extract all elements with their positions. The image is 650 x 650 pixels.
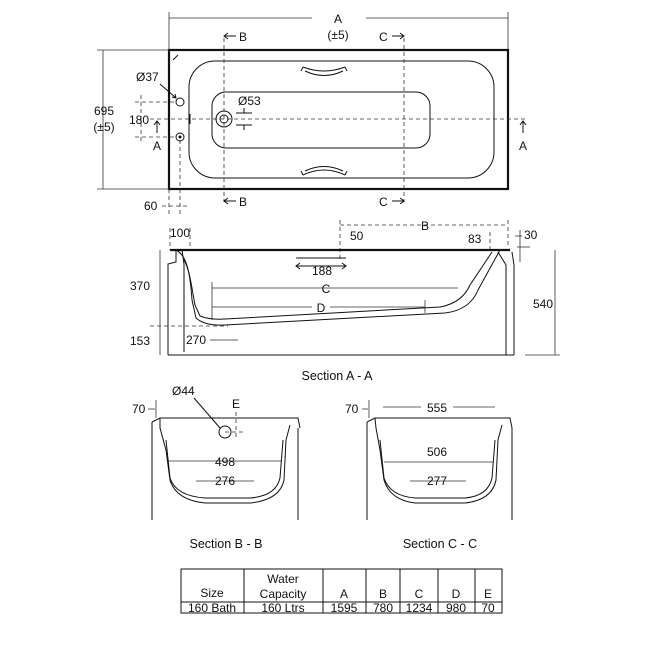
section-a-a-title: Section A - A	[302, 369, 374, 383]
section-b-b: 70 Ø44 E 498 276 Section B - B	[132, 384, 301, 551]
table-header-size: Size	[200, 586, 224, 600]
top-width-label: 498	[215, 455, 235, 469]
table-header-b: B	[379, 587, 387, 601]
dim-d-label: D	[317, 301, 326, 315]
handle-icon	[300, 66, 348, 76]
section-c-c-title: Section C - C	[403, 537, 477, 551]
handle-offset-label: 50	[350, 229, 364, 243]
tap-hole-icon	[175, 97, 185, 107]
overflow-label: Ø44	[172, 384, 195, 398]
section-a-marker: A	[519, 139, 527, 153]
rim-right-label: 83	[468, 232, 482, 246]
tap-hole-label: Ø37	[136, 70, 159, 84]
depth-total-label: 540	[533, 297, 553, 311]
section-c-marker: C	[379, 30, 388, 44]
table-header-capacity: Capacity	[260, 587, 307, 601]
table-cell-c: 1234	[406, 601, 433, 615]
dim-b-label: B	[421, 219, 429, 233]
table-cell-capacity: 160 Ltrs	[261, 601, 304, 615]
table-header-a: A	[340, 587, 348, 601]
rim-label: 70	[345, 402, 359, 416]
width-label: 695	[94, 104, 114, 118]
table-cell-b: 780	[373, 601, 393, 615]
rim-lip-label: 30	[524, 228, 538, 242]
dim-c-label: C	[322, 282, 331, 296]
table-cell-size: 160 Bath	[188, 601, 236, 615]
section-b-marker: B	[239, 30, 247, 44]
table-header-d: D	[452, 587, 461, 601]
handle-length-label: 188	[312, 264, 332, 278]
section-a-marker: A	[153, 139, 161, 153]
dim-a-label: A	[334, 12, 342, 26]
dim-e-label: E	[232, 397, 240, 411]
waste-hole-label: Ø53	[238, 94, 261, 108]
bath-rim	[188, 60, 495, 179]
width-tolerance: (±5)	[93, 120, 114, 134]
handle-icon	[300, 166, 348, 176]
outer-width-label: 555	[427, 401, 447, 415]
section-a-a: B 100 50 83 30 188 C D 370 153 270 540 S…	[130, 219, 560, 383]
bottom-width-label: 276	[215, 474, 235, 488]
dimensions-table: Size Water Capacity A B C D E 160 Bath 1…	[180, 568, 503, 615]
section-b-b-title: Section B - B	[190, 537, 263, 551]
waste-offset-label: 270	[186, 333, 206, 347]
bath-outline	[167, 48, 510, 191]
section-b-marker: B	[239, 195, 247, 209]
table-header-c: C	[415, 587, 424, 601]
bath-basin	[211, 91, 431, 149]
plan-view: A (±5) B B C C A A 695 (±5) 180 Ø37 Ø53	[93, 12, 527, 214]
depth-inner-label: 370	[130, 279, 150, 293]
table-cell-a: 1595	[331, 601, 358, 615]
section-c-marker: C	[379, 195, 388, 209]
rim-label: 70	[132, 402, 146, 416]
foot-height-label: 153	[130, 334, 150, 348]
overflow-icon	[218, 425, 232, 439]
rim-left-label: 100	[170, 226, 190, 240]
bottom-width-label: 277	[427, 474, 447, 488]
table-header-water: Water	[267, 572, 299, 586]
tub-profile	[175, 249, 501, 326]
tap-spacing-label: 180	[129, 113, 149, 127]
edge-offset-label: 60	[144, 199, 158, 213]
section-c-c: 70 555 506 277 Section C - C	[345, 400, 513, 551]
table-cell-e: 70	[481, 601, 495, 615]
table-header-e: E	[484, 587, 492, 601]
table-cell-d: 980	[446, 601, 466, 615]
dim-a-tolerance: (±5)	[327, 28, 348, 42]
top-width-label: 506	[427, 445, 447, 459]
